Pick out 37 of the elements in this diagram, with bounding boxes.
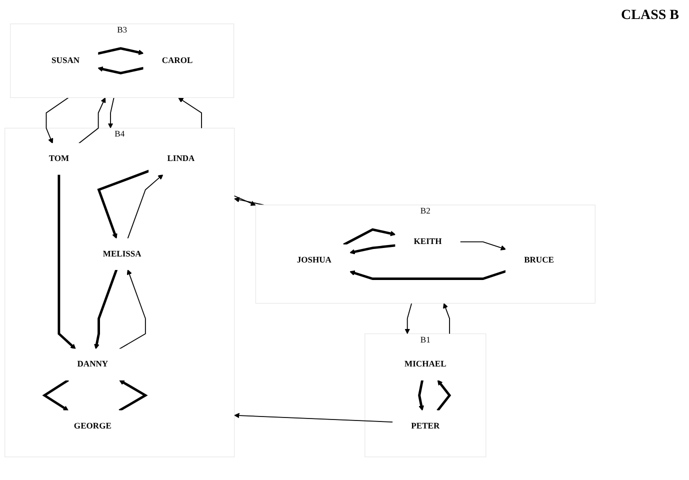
arrow <box>98 66 144 74</box>
arrow <box>127 174 164 239</box>
node-text: PETER <box>411 421 440 430</box>
arrow <box>350 244 396 254</box>
arrow <box>436 379 452 411</box>
node-text: LINDA <box>167 154 195 164</box>
arrow <box>46 96 69 144</box>
node-text: JOSHUA <box>296 255 332 264</box>
node-text: KEITH <box>414 236 442 246</box>
node-text: DANNY <box>77 360 108 369</box>
node-text: GEORGE <box>74 421 112 430</box>
node-text: CAROL <box>162 56 193 65</box>
node-text: MELISSA <box>102 249 142 258</box>
arrow <box>443 302 450 334</box>
arrow <box>97 169 150 238</box>
arrow <box>78 97 106 144</box>
arrow <box>234 196 264 206</box>
arrow <box>404 302 412 334</box>
arrow <box>343 228 396 246</box>
arrow <box>350 270 506 280</box>
node-text: BRUCE <box>524 255 554 264</box>
arrow <box>98 46 144 55</box>
arrow <box>418 379 424 410</box>
arrow <box>234 412 394 422</box>
class-label: CLASS B <box>621 8 679 24</box>
arrow <box>234 195 256 206</box>
arrow <box>118 269 146 350</box>
arrow <box>460 241 506 250</box>
arrow <box>42 378 69 410</box>
arrow <box>108 96 114 128</box>
arrow <box>178 97 202 128</box>
arrow <box>94 268 118 349</box>
node-text: TOM <box>48 154 70 164</box>
arrow <box>118 379 148 412</box>
node-text: MICHAEL <box>404 360 446 369</box>
arrow <box>58 174 76 349</box>
node-text: SUSAN <box>52 56 80 65</box>
